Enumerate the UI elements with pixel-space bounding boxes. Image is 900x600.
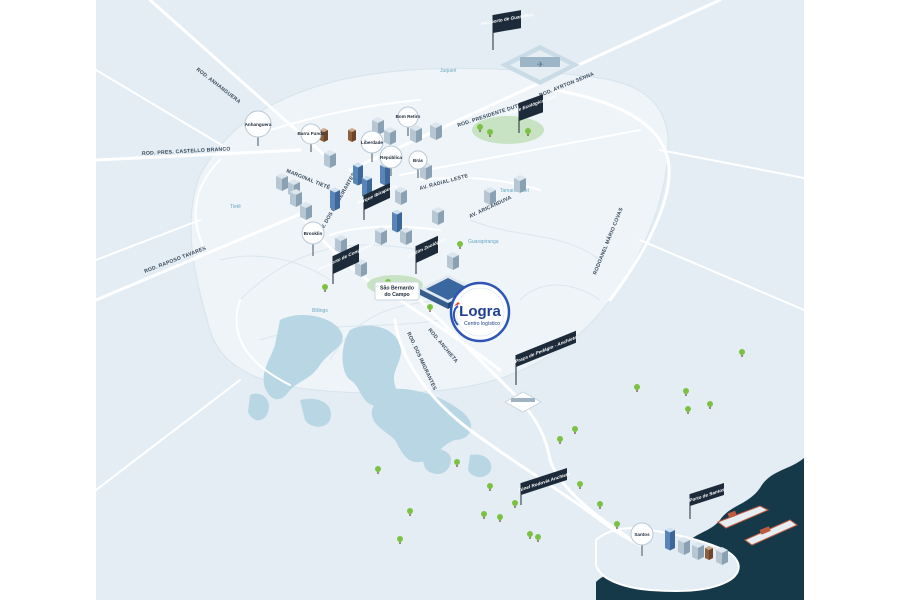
highways [94,0,805,547]
city-label-sao-bernardo: São Bernardo do Campo [374,281,420,301]
pin-label-republica: República [380,155,402,160]
svg-text:✈: ✈ [537,60,544,69]
logra-logo[interactable]: Logra Centro logístico [449,281,511,343]
toll-plaza [503,391,543,413]
river-labels: Juqueri Tietê Tamanduateí Guarapiranga B… [230,68,530,314]
pin-label-bras: Brás [413,158,424,163]
river-label-juqueri: Juqueri [440,68,456,74]
pin-brooklin[interactable]: Brooklin [301,221,325,256]
pin-bom-retiro[interactable]: Bom Retiro [396,106,421,136]
water-reservoirs [248,315,492,478]
pin-label-anhanguera: Anhanguera [245,122,272,127]
city-label-line-2: do Campo [384,292,409,298]
map-pins: Anhanguera Barra Funda Liberdade Bom Ret… [244,106,654,556]
road-label-castello: ROD. PRES. CASTELLO BRANCO [142,146,231,157]
pin-bras[interactable]: Brás [408,150,428,178]
river-label-tiete: Tietê [230,204,241,210]
flag-guarulhos[interactable]: Aeroporto de Guarulhos [480,10,534,50]
pin-label-santos: Santos [634,532,650,537]
river-label-guarapiranga: Guarapiranga [468,239,499,245]
pin-barra-funda[interactable]: Barra Funda [297,123,325,152]
pin-republica[interactable]: República [379,145,403,176]
pin-anhanguera[interactable]: Anhanguera [244,110,272,146]
pin-label-barra-funda: Barra Funda [297,131,325,136]
river-label-billings: Billings [312,308,328,314]
city-label-line-1: São Bernardo [380,286,414,292]
logo-accent-icon [454,302,460,306]
pin-label-bom-retiro: Bom Retiro [396,114,421,119]
pin-label-brooklin: Brooklin [304,231,323,236]
park-ecologico [472,116,544,144]
pin-santos[interactable]: Santos [630,522,654,556]
guarulhos-airport: ✈ [500,45,580,85]
pin-liberdade[interactable]: Liberdade [360,130,384,162]
logo-subtitle: Centro logístico [464,321,500,327]
logo-title: Logra [459,303,501,320]
pin-label-liberdade: Liberdade [361,140,383,145]
port-ships [716,505,799,546]
river-label-tamanduatei: Tamanduateí [500,188,530,194]
